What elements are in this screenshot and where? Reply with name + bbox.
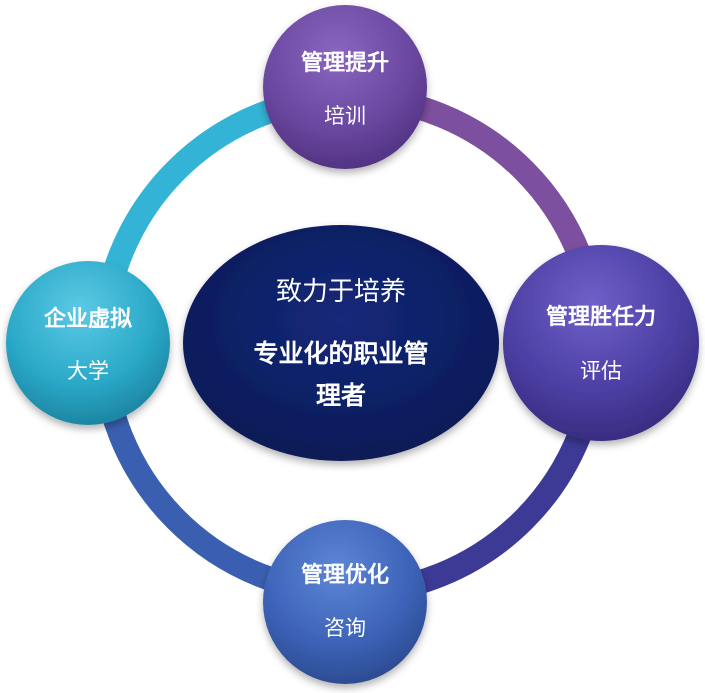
node-left-title: 企业虚拟: [43, 306, 132, 332]
node-bottom-subtitle: 咨询: [324, 616, 366, 640]
node-bottom-title: 管理优化: [301, 562, 389, 588]
node-left: 企业虚拟 大学: [6, 261, 170, 425]
node-right-circle: [503, 245, 699, 441]
node-top-circle: [263, 5, 427, 169]
center-text-line1: 致力于培养: [276, 277, 406, 307]
node-bottom-circle: [263, 520, 427, 684]
node-left-subtitle: 大学: [67, 359, 109, 383]
node-top-title: 管理提升: [301, 50, 389, 76]
node-left-circle: [6, 261, 170, 425]
node-right-subtitle: 评估: [580, 359, 622, 383]
center-text-line3: 理者: [316, 381, 366, 410]
node-right-title: 管理胜任力: [546, 304, 656, 330]
node-bottom: 管理优化 咨询: [263, 520, 427, 684]
center-text-line2: 专业化的职业管: [253, 339, 428, 368]
node-top: 管理提升 培训: [263, 5, 427, 169]
node-top-subtitle: 培训: [324, 104, 366, 128]
center-ellipse: [183, 225, 499, 461]
center-node: 致力于培养 专业化的职业管 理者: [183, 225, 499, 461]
node-right: 管理胜任力 评估: [503, 245, 699, 441]
